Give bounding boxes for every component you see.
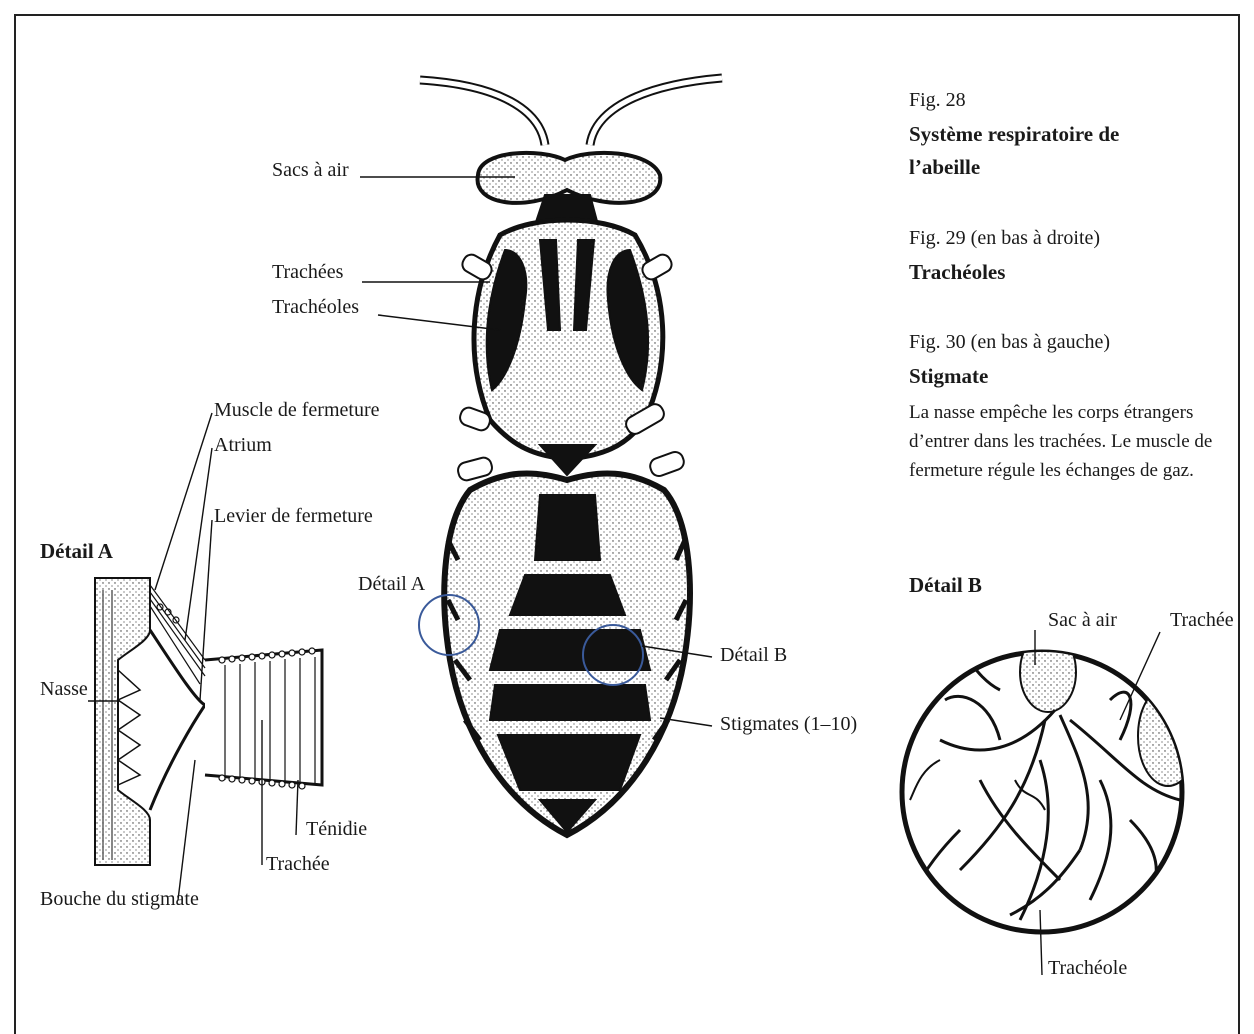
detail-a-title: Détail A: [40, 541, 113, 562]
label-tenidie: Ténidie: [306, 819, 367, 839]
detail-b-drawing: [902, 632, 1198, 932]
fig30-title: Stigmate: [909, 362, 988, 390]
label-tracheole: Trachéole: [1048, 958, 1127, 978]
label-sac-air: Sac à air: [1048, 610, 1117, 630]
label-trachee-a: Trachée: [266, 854, 330, 874]
label-detail-a-bee: Détail A: [358, 574, 425, 594]
fig30-number: Fig. 30 (en bas à gauche): [909, 328, 1110, 356]
label-detail-b-bee: Détail B: [720, 645, 787, 665]
label-tracheoles: Trachéoles: [272, 297, 359, 317]
label-sacs-air: Sacs à air: [272, 160, 349, 180]
fig28-number: Fig. 28: [909, 86, 966, 114]
detail-a-drawing: [95, 578, 322, 865]
label-trachee-b: Trachée: [1170, 610, 1234, 630]
label-nasse: Nasse: [40, 679, 88, 699]
label-bouche-stigmate: Bouche du stigmate: [40, 889, 199, 909]
label-trachees: Trachées: [272, 262, 343, 282]
detail-b-title: Détail B: [909, 575, 982, 596]
bee-drawing: [420, 78, 722, 835]
label-levier-fermeture: Levier de fermeture: [214, 506, 373, 526]
fig29-number: Fig. 29 (en bas à droite): [909, 224, 1100, 252]
fig28-title-line2: l’abeille: [909, 153, 980, 181]
fig28-title-line1: Système respiratoire de: [909, 120, 1119, 148]
fig30-description: La nasse empêche les corps étrangers d’e…: [909, 398, 1229, 485]
label-stigmates: Stigmates (1–10): [720, 714, 857, 734]
fig29-title: Trachéoles: [909, 258, 1005, 286]
label-muscle-fermeture: Muscle de fermeture: [214, 400, 379, 420]
label-atrium: Atrium: [214, 435, 272, 455]
